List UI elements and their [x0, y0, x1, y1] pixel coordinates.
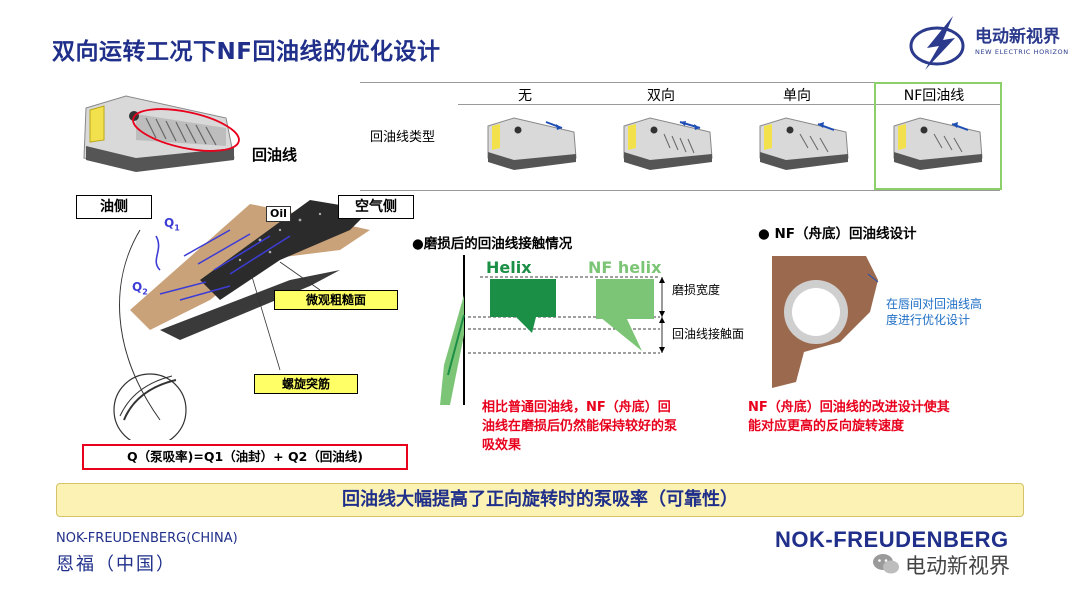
table-top-rule: [360, 82, 1000, 83]
brand-logo: [905, 12, 975, 72]
seal-illustration: [76, 88, 246, 178]
wear-contact-diagram: [420, 255, 680, 415]
nf-column-highlight: [874, 82, 1002, 190]
q2-letter: Q: [132, 280, 143, 294]
column-header-none: 无: [518, 88, 532, 104]
nf-helix-label: NF helix: [588, 258, 662, 277]
logo-name: 电动新视界: [975, 27, 1060, 47]
return-line-label: 回油线: [252, 146, 298, 164]
q1-subscript: 1: [174, 223, 180, 233]
middle-red-note: 相比普通回油线，NF（舟底）回 油线在磨损后仍然能保持较好的泵 吸效果: [482, 398, 742, 455]
q1-label: Q1: [164, 216, 180, 232]
right-red-note: NF（舟底）回油线的改进设计使其 能对应更高的反向旋转速度: [748, 398, 1008, 436]
seal-thumb-bidirectional: [620, 112, 716, 172]
table-bottom-rule: [360, 190, 1000, 191]
seal-thumb-unidirectional: [756, 112, 852, 172]
nf-blue-note-line-1: 在唇间对回油线高: [886, 297, 983, 311]
q2-label: Q2: [132, 280, 148, 296]
company-name-zh: 恩福（中国）: [56, 554, 176, 575]
nf-blue-note-line-2: 度进行优化设计: [886, 313, 971, 327]
contact-face-label: 回油线接触面: [672, 327, 745, 341]
page-title: 双向运转工况下NF回油线的优化设计: [52, 39, 441, 65]
logo-subtitle: NEW ELECTRIC HORIZON: [975, 48, 1069, 56]
seal-thumb-none: [484, 112, 580, 172]
middle-red-note-line-2: 油线在磨损后仍然能保持较好的泵: [482, 419, 678, 434]
right-red-note-line-1: NF（舟底）回油线的改进设计使其: [748, 400, 950, 415]
nok-freudenberg-logo: NOK-FREUDENBERG: [775, 527, 1009, 552]
column-header-unidirectional: 单向: [783, 88, 811, 104]
spiral-rib-label: 螺旋突筋: [254, 374, 358, 394]
rough-surface-label: 微观粗糙面: [274, 290, 398, 310]
summary-banner: 回油线大幅提高了正向旋转时的泵吸率（可靠性）: [56, 483, 1024, 517]
wear-contact-heading: ●磨损后的回油线接触情况: [412, 236, 573, 252]
lightning-logo-icon: [909, 16, 965, 70]
middle-red-note-line-3: 吸效果: [482, 438, 522, 453]
column-header-nf: NF回油线: [903, 88, 965, 104]
nf-design-heading: ● NF（舟底）回油线设计: [758, 226, 917, 242]
column-header-bidirectional: 双向: [647, 88, 675, 104]
pumping-diagram: [80, 190, 410, 447]
formula-box: Q（泵吸率)=Q1（油封）+ Q2（回油线): [82, 444, 408, 470]
air-side-label: 空气侧: [338, 195, 414, 219]
middle-red-note-line-1: 相比普通回油线，NF（舟底）回: [482, 400, 671, 415]
q2-subscript: 2: [142, 287, 148, 297]
nf-blue-note: 在唇间对回油线高 度进行优化设计: [886, 296, 982, 328]
watermark-text: 电动新视界: [905, 554, 1010, 578]
nf-cross-section: [770, 252, 890, 392]
company-name-en: NOK-FREUDENBERG(CHINA): [56, 531, 238, 546]
seal-thumb-nf: [890, 112, 986, 172]
row-label-type: 回油线类型: [370, 130, 436, 145]
wear-width-label: 磨损宽度: [672, 283, 721, 297]
q1-letter: Q: [164, 216, 175, 230]
helix-label: Helix: [486, 258, 532, 277]
oil-tag: Oil: [266, 206, 291, 222]
wechat-icon: [872, 552, 900, 576]
right-red-note-line-2: 能对应更高的反向旋转速度: [748, 419, 905, 434]
oil-side-label: 油侧: [76, 195, 152, 219]
table-header-rule: [458, 104, 1000, 105]
